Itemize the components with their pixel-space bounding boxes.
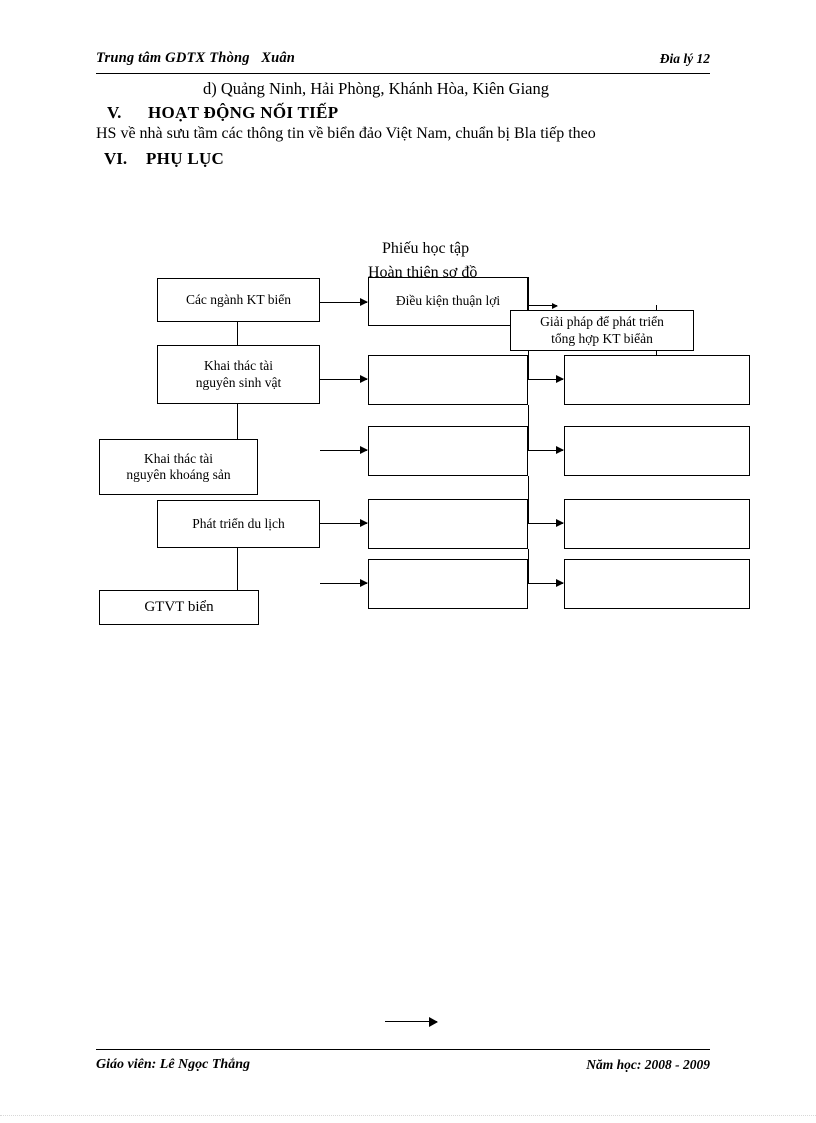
box-label: Giải pháp để phát triển tổng hợp KT biểả…: [540, 314, 664, 346]
scan-bottom-edge: [0, 1115, 816, 1117]
box-middle-empty-3: [368, 426, 528, 476]
connector-middle-spine-3: [528, 476, 529, 524]
header-subject: Đia lý 12: [659, 51, 710, 66]
box-label: Phát triển du lịch: [192, 515, 285, 531]
box-right-empty-2: [564, 355, 750, 405]
box-label: Các ngành KT biển: [185, 291, 292, 307]
box-label: Khai thác tài nguyên sinh vật: [195, 358, 282, 390]
arrow-left-to-middle-1: [320, 298, 368, 307]
answer-line-d: d) Quảng Ninh, Hải Phòng, Khánh Hòa, Kiê…: [203, 79, 549, 98]
box-right-empty-4: [564, 499, 750, 549]
worksheet-diagram: Phiếu học tập Hoàn thiện sơ đồ Các ngành…: [99, 240, 750, 625]
box-label: Khai thác tài nguyên khoáng sản: [126, 450, 231, 482]
connector-left-1: [237, 322, 238, 345]
box-khai-thac-tai-nguyen-khoang-san: Khai thác tài nguyên khoáng sản: [99, 439, 258, 495]
box-middle-empty-2: [368, 355, 528, 405]
section-vi-number: VI.: [104, 149, 128, 168]
arrow-left-to-middle-3: [320, 446, 368, 455]
header-school-name: Trung tâm GDTX Thòng Xuân: [96, 50, 296, 66]
section-v-title: HOẠT ĐỘNG NỐI TIẾP: [148, 103, 339, 122]
box-middle-empty-4: [368, 499, 528, 549]
box-middle-empty-5: [368, 559, 528, 609]
box-gtvt-bien: GTVT biển: [99, 590, 259, 625]
worksheet-title-line2: Hoàn thiện sơ đồ: [368, 264, 478, 281]
connector-middle-spine-1: [528, 351, 529, 380]
connector-middle-spine-4: [528, 549, 529, 584]
page-header: Trung tâm GDTX Thòng Xuân Đia lý 12: [96, 50, 710, 72]
box-right-empty-3: [564, 426, 750, 476]
page-footer: Giáo viên: Lê Ngọc Thắng Năm học: 2008 -…: [96, 1057, 710, 1079]
arrow-left-to-middle-4: [320, 519, 368, 528]
box-dieu-kien-thuan-loi: Điều kiện thuận lợi: [368, 277, 528, 326]
arrow-left-to-middle-5: [320, 579, 368, 588]
stray-arrow-annotation: [385, 1017, 438, 1027]
connector-right-spine-top: [656, 305, 657, 311]
footer-teacher-name: Giáo viên: Lê Ngọc Thắng: [96, 1057, 250, 1072]
arrow-middle-to-right-3: [528, 446, 564, 455]
arrow-middle-to-right-4: [528, 519, 564, 528]
arrow-into-giai-phap: [528, 302, 558, 309]
connector-left-2: [237, 404, 238, 440]
box-label: GTVT biển: [144, 599, 214, 616]
arrow-left-to-middle-2: [320, 375, 368, 384]
footer-divider: [96, 1049, 710, 1050]
box-phat-trien-du-lich: Phát triển du lịch: [157, 500, 320, 548]
arrow-middle-to-right-5: [528, 579, 564, 588]
box-label: Điều kiện thuận lợi: [395, 293, 501, 309]
connector-left-3: [237, 548, 238, 590]
header-divider: [96, 73, 710, 74]
connector-middle-spine-2: [528, 405, 529, 451]
section-v-number: V.: [107, 103, 122, 122]
box-giai-phap-phat-trien: Giải pháp để phát triển tổng hợp KT biểả…: [510, 310, 694, 351]
connector-middle-spine-top: [528, 277, 529, 311]
box-khai-thac-tai-nguyen-sinh-vat: Khai thác tài nguyên sinh vật: [157, 345, 320, 404]
arrow-middle-to-right-2: [528, 375, 564, 384]
worksheet-title-line1: Phiếu học tập: [382, 240, 470, 257]
footer-school-year: Năm học: 2008 - 2009: [586, 1057, 710, 1072]
homework-line: HS về nhà sưu tầm các thông tin về biển …: [96, 125, 596, 142]
connector-right-spine-1: [656, 351, 657, 356]
box-right-empty-5: [564, 559, 750, 609]
section-vi-title: PHỤ LỤC: [146, 149, 225, 168]
box-cac-nganh-kt-bien: Các ngành KT biển: [157, 278, 320, 322]
